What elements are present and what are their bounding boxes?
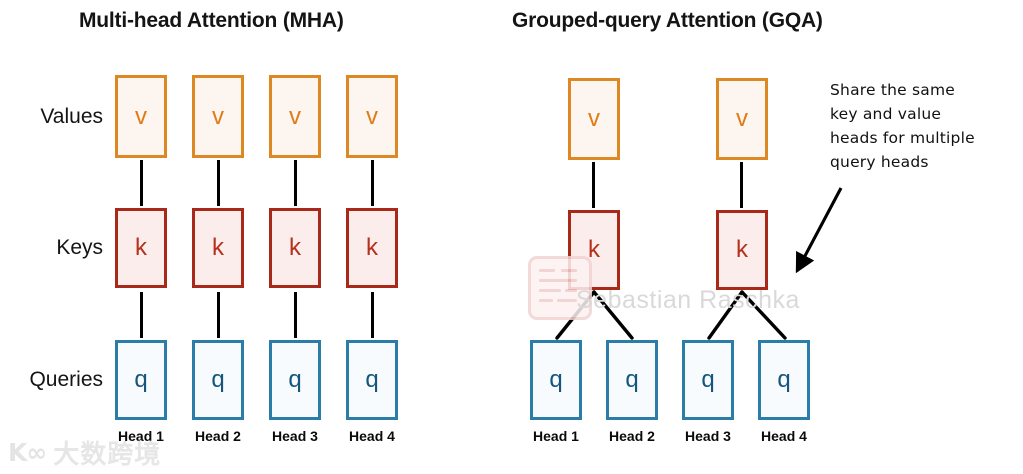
mha-connector-k1-q1	[140, 292, 143, 338]
mha-head-label-3: Head 3	[272, 428, 318, 444]
gqa-query-box-4: q	[758, 340, 810, 420]
mha-query-box-1: q	[115, 340, 167, 420]
mha-connector-v4-k4	[371, 160, 374, 206]
watermark-logo-center	[528, 256, 592, 320]
mha-connector-v1-k1	[140, 160, 143, 206]
mha-head-label-2: Head 2	[195, 428, 241, 444]
gqa-query-box-1: q	[530, 340, 582, 420]
mha-connector-k2-q2	[217, 292, 220, 338]
watermark-bottom-text: 大数跨境	[53, 440, 162, 470]
mha-connector-k3-q3	[294, 292, 297, 338]
mha-value-box-4: v	[346, 75, 398, 158]
row-label-queries: Queries	[29, 368, 103, 391]
gqa-head-label-1: Head 1	[533, 428, 579, 444]
mha-connector-k4-q4	[371, 292, 374, 338]
annotation-line-3: heads for multiple	[830, 129, 975, 147]
gqa-query-box-3: q	[682, 340, 734, 420]
gqa-value-box-2: v	[716, 78, 768, 160]
annotation-line-2: key and value	[830, 105, 942, 123]
mha-key-box-4: k	[346, 208, 398, 288]
mha-value-box-3: v	[269, 75, 321, 158]
panel-title-gqa: Grouped-query Attention (GQA)	[512, 9, 823, 32]
mha-connector-v3-k3	[294, 160, 297, 206]
gqa-key-box-2: k	[716, 210, 768, 290]
panel-title-mha: Multi-head Attention (MHA)	[79, 9, 344, 32]
row-label-values: Values	[40, 105, 103, 128]
gqa-connector-v1-k1	[592, 162, 595, 208]
gqa-head-label-2: Head 2	[609, 428, 655, 444]
mha-head-label-4: Head 4	[349, 428, 395, 444]
row-label-keys: Keys	[56, 236, 103, 259]
watermark-bottom-left: K∞ 大数跨境	[8, 434, 161, 471]
annotation-line-1: Share the same	[830, 81, 956, 99]
gqa-head-label-3: Head 3	[685, 428, 731, 444]
gqa-head-label-4: Head 4	[761, 428, 807, 444]
gqa-query-box-2: q	[606, 340, 658, 420]
mha-query-box-4: q	[346, 340, 398, 420]
mha-query-box-3: q	[269, 340, 321, 420]
gqa-connector-v2-k2	[740, 162, 743, 208]
mha-value-box-1: v	[115, 75, 167, 158]
mha-key-box-2: k	[192, 208, 244, 288]
watermark-mark-icon: K∞	[8, 438, 47, 467]
mha-query-box-2: q	[192, 340, 244, 420]
gqa-value-box-1: v	[568, 78, 620, 160]
watermark-author: Sebastian Raschka	[576, 286, 800, 314]
mha-key-box-1: k	[115, 208, 167, 288]
annotation-text: Share the same key and value heads for m…	[830, 78, 1020, 174]
mha-key-box-3: k	[269, 208, 321, 288]
mha-connector-v2-k2	[217, 160, 220, 206]
annotation-line-4: query heads	[830, 153, 929, 171]
mha-head-label-1: Head 1	[118, 428, 164, 444]
mha-value-box-2: v	[192, 75, 244, 158]
